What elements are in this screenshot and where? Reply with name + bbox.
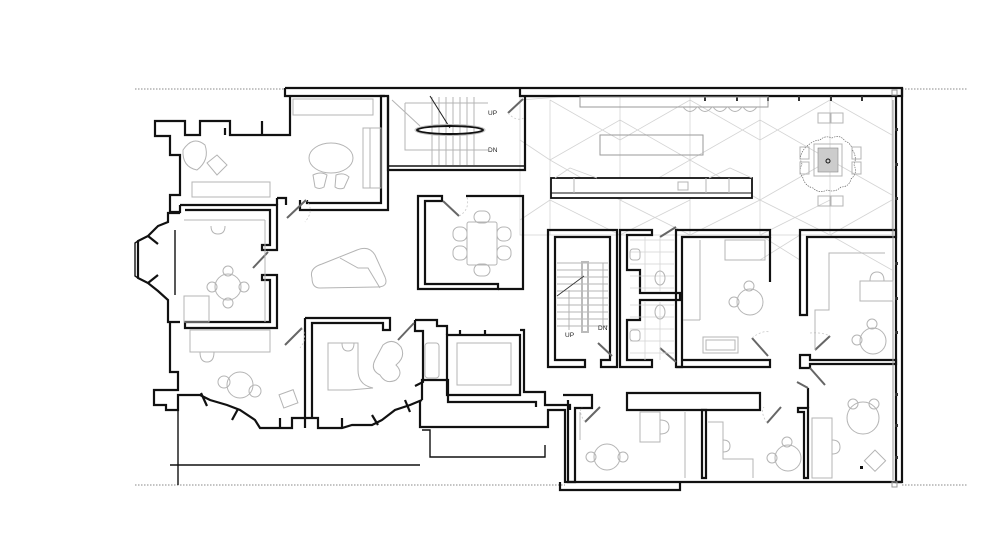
lobby-bench [311,247,387,289]
exterior-walls [134,86,904,492]
interior-walls [180,94,898,484]
office-se-furniture [579,398,887,479]
stair-central-down-label: DN [598,325,608,332]
doors [252,98,831,424]
north-stair: UP DN [391,95,498,165]
south-office-furniture [327,341,440,391]
office-east-furniture [814,252,894,355]
restroom-fixtures [629,237,674,360]
kitchen-furniture [550,96,862,207]
property-lines [135,88,968,486]
stair-central-up-label: UP [565,332,574,339]
sw-office-furniture [189,329,299,409]
lounge-furniture [182,98,382,198]
stair-north-up-label: UP [488,110,497,117]
office-center-furniture [683,239,766,354]
central-stair: UP DN [556,261,608,339]
stair-north-down-label: DN [488,147,498,154]
meeting-furniture [452,210,512,277]
bay-office-furniture [183,219,266,323]
elevator-cab [456,342,512,386]
